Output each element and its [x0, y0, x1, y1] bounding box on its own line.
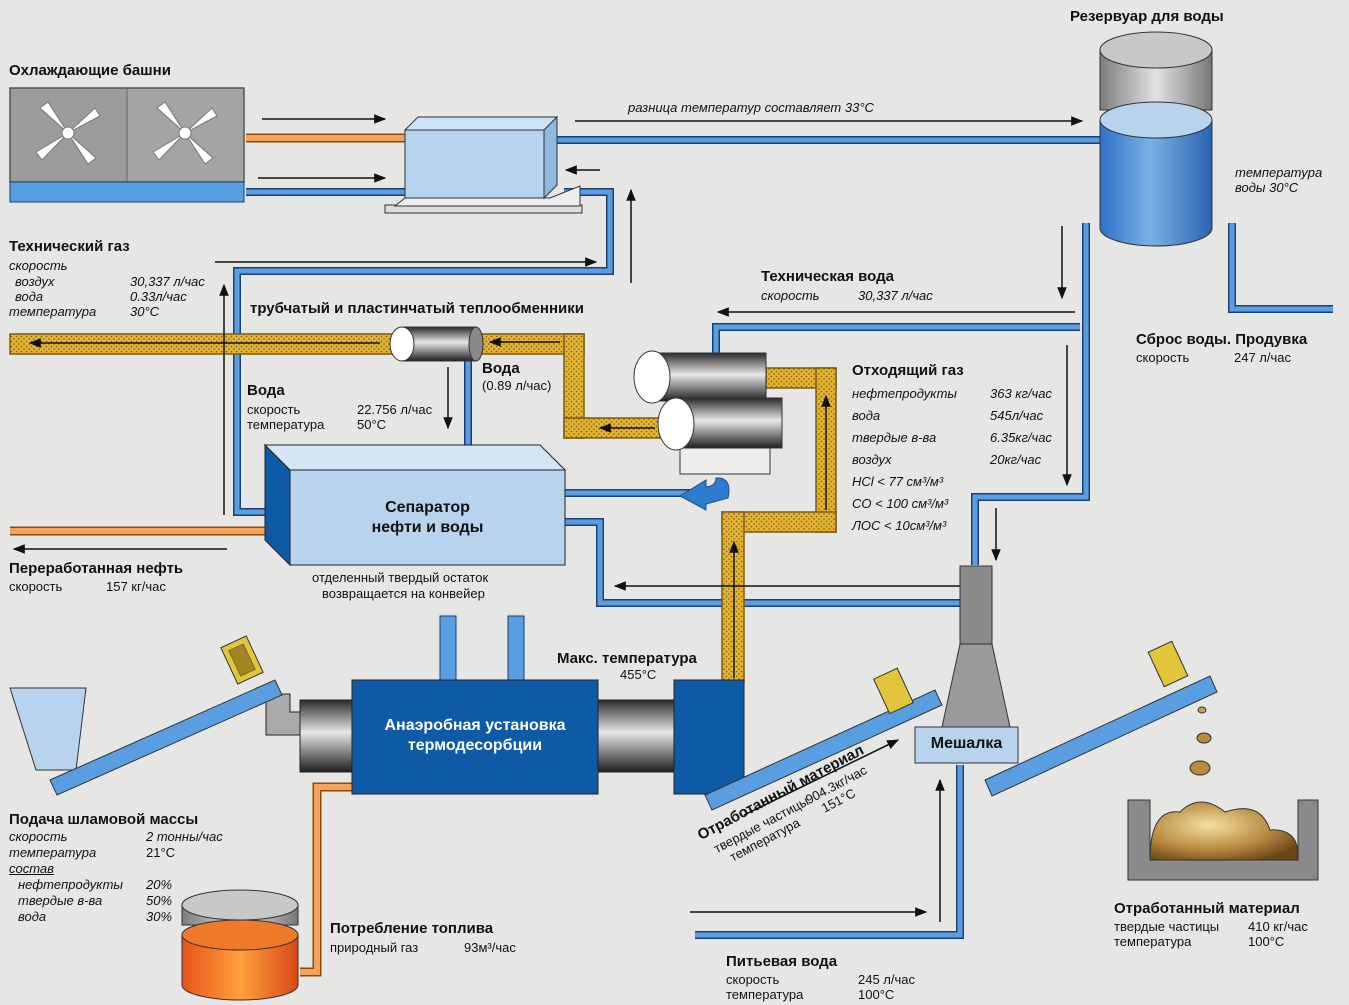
- sludge-feed-title: Подача шламовой массы: [9, 811, 199, 828]
- solid-note-line1: отделенный твердый остаток: [312, 570, 489, 585]
- offgas-row-value: 6.35кг/час: [990, 430, 1052, 445]
- water-reservoir: [1099, 31, 1213, 247]
- separator-box: [263, 443, 567, 567]
- sludge-feed-value: 2 тонны/час: [146, 829, 223, 844]
- tech-water-title: Техническая вода: [761, 268, 895, 285]
- water-left-title: Вода: [247, 382, 285, 399]
- process-gas-row-label: температура: [9, 304, 97, 319]
- recycled-oil-value: 157 кг/час: [106, 579, 166, 594]
- spent-right-label: температура: [1114, 934, 1192, 949]
- heat-exchanger-box: [384, 115, 583, 214]
- fuel-value: 93м³/час: [464, 940, 516, 955]
- offgas-title: Отходящий газ: [852, 362, 964, 379]
- drinking-water-title: Питьевая вода: [726, 953, 838, 970]
- spent-right-value: 410 кг/час: [1248, 919, 1308, 934]
- water-left-label: скорость: [247, 402, 301, 417]
- process-gas-row-label: вода: [15, 289, 44, 304]
- offgas-limit: ЛОС < 10см³/м³: [852, 518, 947, 533]
- mixer-cyclone: [914, 565, 1019, 764]
- blowdown-title: Сброс воды. Продувка: [1136, 331, 1308, 348]
- max-temp-title: Макс. температура: [557, 650, 697, 667]
- drinking-water-value: 245 л/час: [858, 972, 916, 987]
- offgas-limit: CO < 100 см³/м³: [852, 496, 949, 511]
- temp-diff-note: разница температур составляет 33°C: [628, 100, 874, 115]
- blowdown-label: скорость: [1136, 350, 1190, 365]
- offgas-row-value: 545л/час: [990, 408, 1044, 423]
- fuel-title: Потребление топлива: [330, 920, 494, 937]
- drinking-water-label: скорость: [726, 972, 780, 987]
- water-pipes: [233, 136, 1333, 939]
- process-gas-speed-label: скорость: [9, 258, 68, 273]
- offgas-limit: HCl < 77 см³/м³: [852, 474, 944, 489]
- spent-right-label: твердые частицы: [1114, 919, 1220, 934]
- cooling-towers-title: Охлаждающие башни: [9, 62, 171, 79]
- offgas-row-label: нефтепродукты: [852, 386, 957, 401]
- offgas-row-value: 20кг/час: [990, 452, 1042, 467]
- offgas-row-label: вода: [852, 408, 881, 423]
- reservoir-title: Резервуар для воды: [1070, 8, 1224, 25]
- gas-pipes: [9, 333, 837, 683]
- recycled-oil-title: Переработанная нефть: [9, 560, 184, 577]
- sludge-conveyor: [9, 635, 283, 796]
- sludge-composition-value: 50%: [146, 893, 173, 908]
- spent-conveyor-middle: [704, 667, 943, 811]
- mixer-label: Мешалка: [930, 735, 1003, 752]
- blowdown-value: 247 л/час: [1234, 350, 1292, 365]
- thermal-unit: [265, 679, 745, 795]
- water-left-label: температура: [247, 417, 325, 432]
- spent-right-title: Отработанный материал: [1114, 900, 1300, 917]
- process-gas-row-value: 0.33л/час: [130, 289, 187, 304]
- reservoir-temp-value: воды 30°C: [1235, 180, 1299, 195]
- solid-note-line2: возвращается на конвейер: [322, 586, 485, 601]
- sludge-composition-item: твердые в-ва: [18, 893, 103, 908]
- offgas-row-value: 363 кг/час: [990, 386, 1052, 401]
- max-temp-value: 455°C: [620, 667, 657, 682]
- condenser: [633, 350, 783, 475]
- tech-water-label: скорость: [761, 288, 820, 303]
- water-right-title: Вода: [482, 360, 520, 377]
- process-gas-row-label: воздух: [15, 274, 55, 289]
- water-right-value: (0.89 л/час): [482, 378, 552, 393]
- tech-water-value: 30,337 л/час: [858, 288, 933, 303]
- sludge-feed-value: 21°C: [146, 845, 176, 860]
- water-left-value: 22.756 л/час: [357, 402, 433, 417]
- spent-right-value: 100°C: [1248, 934, 1285, 949]
- offgas-row-label: твердые в-ва: [852, 430, 937, 445]
- offgas-row-label: воздух: [852, 452, 892, 467]
- unit-line1: Анаэробная установка: [384, 717, 566, 734]
- heat-exchangers-title: трубчатый и пластинчатый теплообменники: [250, 300, 585, 317]
- cooling-towers: [9, 87, 245, 203]
- sludge-feed-label: температура: [9, 845, 97, 860]
- oil-pipes: [10, 133, 407, 977]
- sludge-composition-item: вода: [18, 909, 47, 924]
- sludge-composition-value: 30%: [146, 909, 173, 924]
- sludge-composition-item: нефтепродукты: [18, 877, 123, 892]
- recycled-oil-label: скорость: [9, 579, 63, 594]
- separator-line2: нефти и воды: [371, 519, 484, 536]
- process-gas-row-value: 30°C: [130, 304, 160, 319]
- spent-conveyor-right: [984, 640, 1319, 881]
- process-gas-title: Технический газ: [9, 238, 130, 255]
- sludge-feed-label: скорость: [9, 829, 68, 844]
- tube-exchanger: [389, 326, 484, 362]
- sludge-composition-label: состав: [9, 861, 54, 876]
- reservoir-temp-label: температура: [1235, 165, 1323, 180]
- process-gas-row-value: 30,337 л/час: [130, 274, 205, 289]
- drinking-water-label: температура: [726, 987, 804, 1002]
- drinking-water-value: 100°C: [858, 987, 895, 1002]
- sludge-composition-value: 20%: [146, 877, 173, 892]
- fuel-label: природный газ: [330, 940, 419, 955]
- unit-line2: термодесорбции: [407, 737, 543, 754]
- water-left-value: 50°C: [357, 417, 387, 432]
- fuel-tank: [181, 889, 299, 1001]
- separator-line1: Сепаратор: [385, 499, 470, 516]
